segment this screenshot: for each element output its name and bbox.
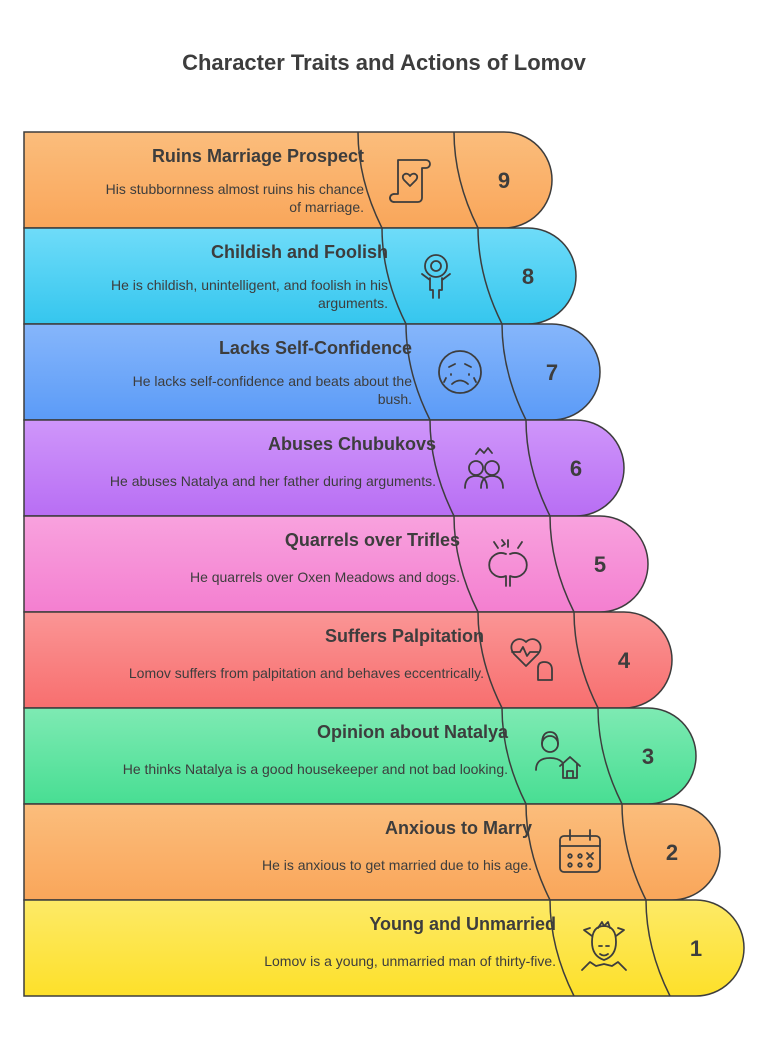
worried-face-icon (438, 350, 482, 394)
step-bar (23, 611, 673, 709)
step-description: He abuses Natalya and her father during … (110, 473, 436, 489)
step-description: He thinks Natalya is a good housekeeper … (123, 761, 508, 777)
calendar-icon (559, 829, 601, 873)
step-description: He is anxious to get married due to his … (262, 857, 532, 873)
step-bar (23, 323, 601, 421)
step-connector (405, 323, 527, 421)
step-2: 2 Anxious to Marry He is anxious to get ma… (23, 803, 721, 901)
quarrel-heads-icon (488, 539, 528, 587)
step-title: Lacks Self-Confidence (219, 338, 412, 358)
step-description: His stubbornness almost ruins his chance (106, 181, 365, 197)
step-bar (23, 227, 577, 325)
step-connector (549, 899, 671, 997)
step-description: Lomov is a young, unmarried man of thirt… (264, 953, 556, 969)
step-number: 6 (570, 456, 582, 481)
step-3: 3 Opinion about Natalya He thinks Natalya … (23, 707, 697, 805)
step-number: 9 (498, 168, 510, 193)
scroll-heart-icon (389, 159, 431, 203)
step-bar (23, 803, 721, 901)
step-title: Abuses Chubukovs (268, 434, 436, 454)
step-number: 3 (642, 744, 654, 769)
step-title: Ruins Marriage Prospect (152, 146, 364, 166)
page-title: Character Traits and Actions of Lomov (182, 50, 586, 75)
step-number: 1 (690, 936, 702, 961)
step-connector (453, 515, 575, 613)
step-title: Suffers Palpitation (325, 626, 484, 646)
step-number: 5 (594, 552, 606, 577)
young-man-icon (581, 921, 627, 971)
step-description: He is childish, unintelligent, and fooli… (111, 277, 388, 293)
step-6: 6 Abuses Chubukovs He abuses Natalya and h… (23, 419, 625, 517)
step-title: Anxious to Marry (385, 818, 532, 838)
child-icon (421, 254, 451, 299)
step-connector (501, 707, 623, 805)
step-bar (23, 707, 697, 805)
step-description: He quarrels over Oxen Meadows and dogs. (190, 569, 460, 585)
step-description: of marriage. (289, 199, 364, 215)
arguing-people-icon (464, 447, 504, 489)
step-number: 7 (546, 360, 558, 385)
step-description: arguments. (318, 295, 388, 311)
step-description: Lomov suffers from palpitation and behav… (129, 665, 484, 681)
step-title: Young and Unmarried (369, 914, 556, 934)
step-bar (23, 419, 625, 517)
step-number: 2 (666, 840, 678, 865)
step-5: 5 Quarrels over Trifles He quarrels over O… (23, 515, 649, 613)
step-bar (23, 131, 553, 229)
step-connector (357, 131, 479, 229)
woman-house-icon (535, 731, 581, 779)
step-number: 8 (522, 264, 534, 289)
step-connector (381, 227, 503, 325)
step-title: Opinion about Natalya (317, 722, 509, 742)
step-number: 4 (618, 648, 631, 673)
step-connector (429, 419, 551, 517)
heart-pulse-icon (510, 638, 553, 681)
step-8: 8 Childish and Foolish He is childish, uni… (23, 227, 577, 325)
step-bar (23, 515, 649, 613)
step-7: 7 Lacks Self-Confidence He lacks self-conf… (23, 323, 601, 421)
step-title: Quarrels over Trifles (285, 530, 460, 550)
step-connector (525, 803, 647, 901)
step-description: He lacks self-confidence and beats about… (133, 373, 413, 389)
step-description: bush. (378, 391, 412, 407)
step-title: Childish and Foolish (211, 242, 388, 262)
step-connector (477, 611, 599, 709)
